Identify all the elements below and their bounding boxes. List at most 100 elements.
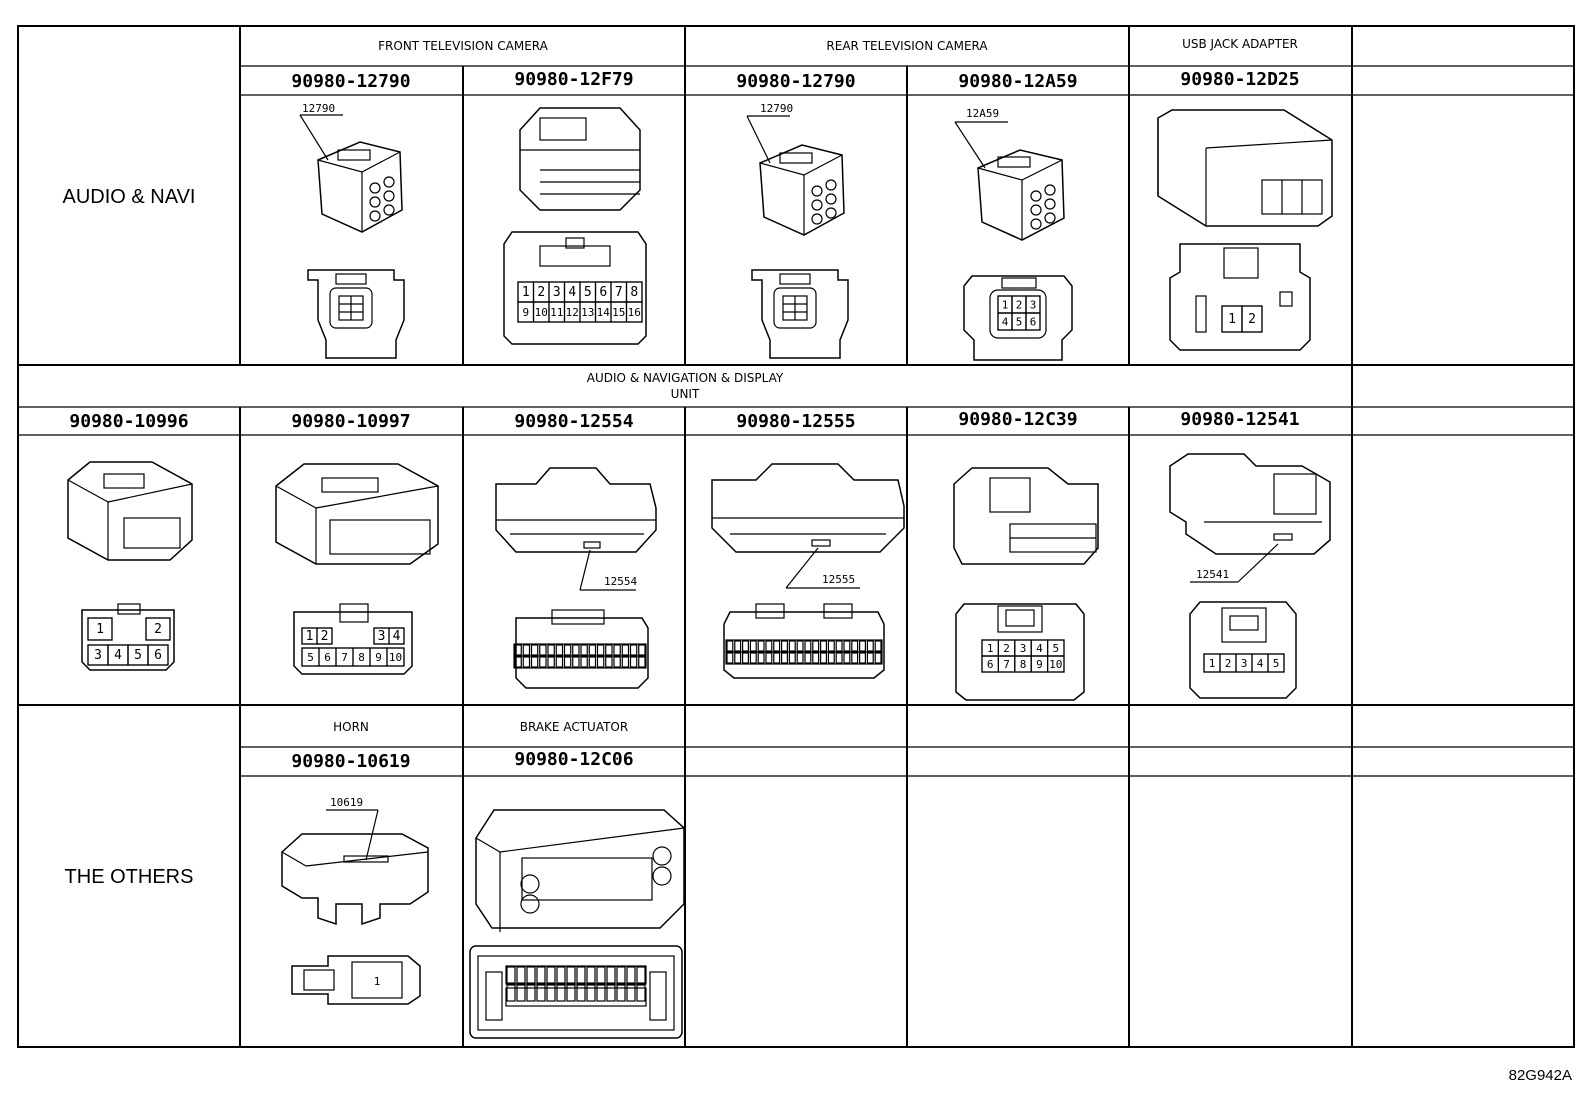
callout-12790-rear: 12790 [760,102,793,115]
connector-12790-front-face [307,269,405,359]
pin-label: 15 [612,306,625,319]
pin-cavity [827,640,835,652]
pin-label: 8 [358,651,365,664]
pin-cavity [580,656,588,668]
pin-cavity [749,640,757,652]
pin-cavity [596,656,605,668]
connector-12554-face [513,609,649,689]
pin-cavity [546,966,556,984]
pin-label: 4 [1002,316,1009,329]
pin-cavity [827,652,835,664]
header-horn: HORN [333,720,369,734]
pin-cavity [796,640,804,652]
pin-cavity [835,640,843,652]
pin-label: 12 [566,306,579,319]
section-the-others: THE OTHERS [65,866,194,888]
pin-cell [1025,312,1041,331]
pin-label: 2 [537,285,545,300]
part-number-12555: 90980-12555 [736,411,855,432]
pin-cavity [773,640,781,652]
pin-cavity [530,644,539,656]
pin-cavity [605,644,613,656]
pin-cavity [522,644,531,656]
pin-cavity [636,984,646,1002]
pin-label: 5 [584,285,592,300]
pin-cavity [638,656,646,668]
pin-label: 1 [1002,299,1009,312]
pin-label: 14 [597,306,611,319]
pin-label: 2 [1016,299,1023,312]
pin-cavity [606,966,616,984]
pin-cavity [874,640,882,652]
pin-cavity [866,652,874,664]
callout-10619: 10619 [330,796,363,809]
pin-label: 16 [628,306,641,319]
pin-cell [316,627,333,645]
pin-cavity [547,644,555,656]
pin-label: 3 [378,629,386,644]
pin-cavity [765,652,773,664]
pin-cavity [539,644,547,656]
pin-cell [145,617,171,641]
part-number-12541: 90980-12541 [1180,409,1299,430]
pin-label: 13 [581,306,594,319]
callout-12555: 12555 [822,573,855,586]
part-number-12790-rear: 90980-12790 [736,71,855,92]
part-number-10997: 90980-10997 [291,411,410,432]
table-grid [17,25,1575,1048]
pin-cavity [780,652,788,664]
pin-label: 4 [393,629,401,644]
pin-cavity [858,652,866,664]
pin-cavity [749,652,757,664]
connector-12F79-3d [519,107,641,211]
part-number-12C06: 90980-12C06 [514,749,633,770]
pin-cavity [563,644,572,656]
connector-12541-face [1189,601,1297,699]
part-number-10996: 90980-10996 [69,411,188,432]
pin-cavity [566,984,576,1002]
pin-label: 3 [1241,657,1248,670]
pin-cell [147,644,169,666]
callout-12790-front: 12790 [302,102,335,115]
pin-cavity [613,656,621,668]
part-number-12F79: 90980-12F79 [514,69,633,90]
pin-cavity [812,640,820,652]
pin-cavity [586,966,596,984]
pin-cell [1267,653,1285,673]
part-number-12A59: 90980-12A59 [958,71,1077,92]
pin-label: 4 [1036,642,1043,655]
pin-cavity [851,652,859,664]
pin-cavity [629,656,638,668]
connector-12790-front-3d [317,141,403,233]
pin-cavity [851,640,859,652]
pin-cell [386,647,405,667]
connector-12D25-3d [1157,109,1333,227]
pin-cavity [741,652,749,664]
pin-cavity [522,656,531,668]
pin-cavity [536,966,546,984]
pin-row-12554 [514,644,646,668]
header-display-unit-line1: AUDIO & NAVIGATION & DISPLAY [587,371,784,385]
pin-cavity [536,984,546,1002]
pin-cavity [804,640,812,652]
pin-label: 5 [1273,657,1280,670]
pin-cell [1241,305,1263,333]
pin-cell [87,617,113,641]
pin-label: 4 [114,648,122,663]
pin-label: 10 [535,306,548,319]
pin-cavity [556,984,566,1002]
pin-label: 1 [522,285,530,300]
pin-cavity [576,984,586,1002]
pin-cavity [819,652,827,664]
pin-label: 3 [553,285,561,300]
pin-row-12555 [726,640,882,664]
pin-cavity [526,984,536,1002]
pin-cell [625,301,643,323]
pin-label: 2 [154,622,162,637]
pin-label: 6 [154,648,162,663]
pin-label: 7 [615,285,623,300]
